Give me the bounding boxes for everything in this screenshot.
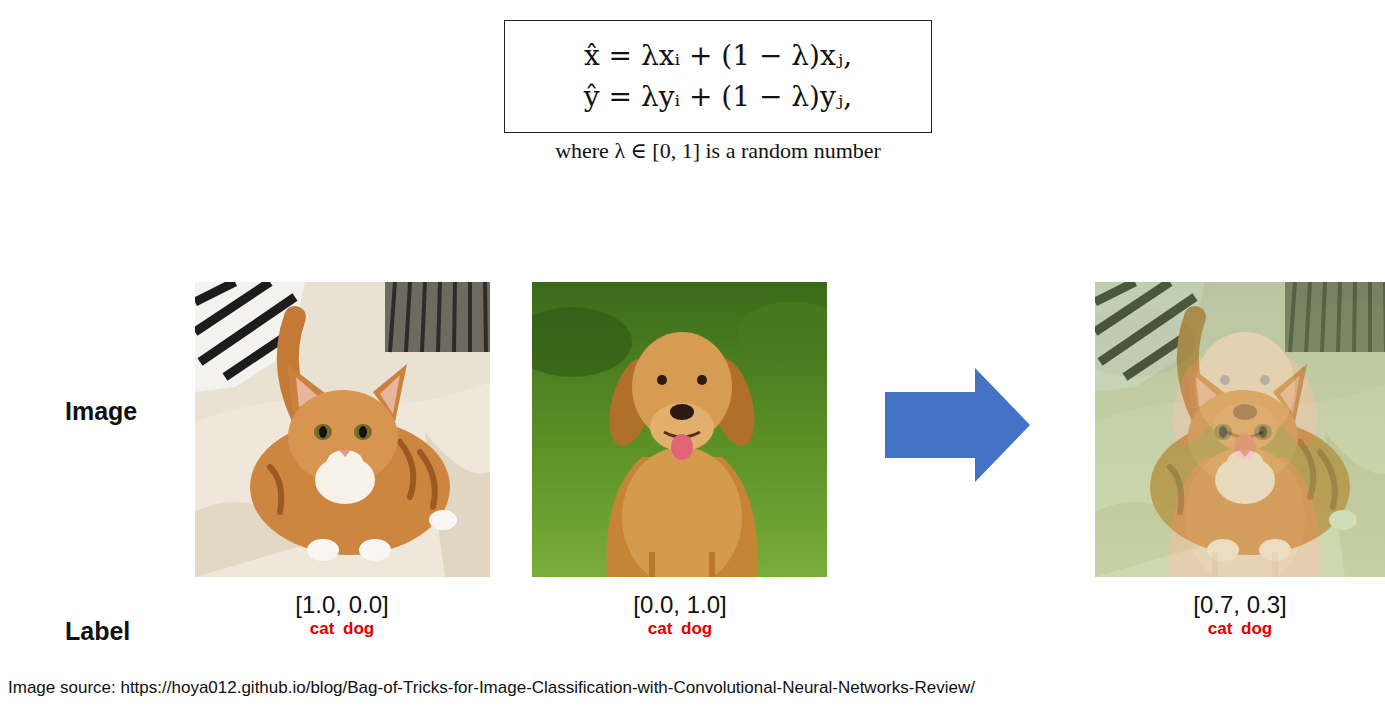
illustration-part [512,282,847,587]
formula-box: x̂ = λxᵢ + (1 − λ)xⱼ,ŷ = λyᵢ + (1 − λ)yⱼ… [504,20,932,133]
class-names: cat dog [310,619,374,639]
label-vector: [0.7, 0.3] [1193,591,1286,619]
illustration-part [1075,282,1385,587]
label-vector: [0.0, 1.0] [633,591,726,619]
formula-line: x̂ = λxᵢ + (1 − λ)xⱼ, [584,36,852,77]
row-heading: Label [65,617,130,646]
illustration-part [1095,282,1385,577]
label-vector: [1.0, 0.0] [295,591,388,619]
illustration-part [1095,282,1385,577]
dog-photo [512,282,847,587]
class-names: cat dog [648,619,712,639]
cat-photo [195,282,490,577]
formula-note: where λ ∈ [0, 1] is a random number [555,138,881,164]
block-arrow [885,368,1030,482]
formula-line: ŷ = λyᵢ + (1 − λ)yⱼ, [584,77,852,118]
illustration-part [195,282,490,577]
class-names: cat dog [1208,619,1272,639]
mixed-photo [1075,282,1385,587]
source-note: Image source: https://hoya012.github.io/… [8,678,975,698]
row-heading: Image [65,397,137,426]
